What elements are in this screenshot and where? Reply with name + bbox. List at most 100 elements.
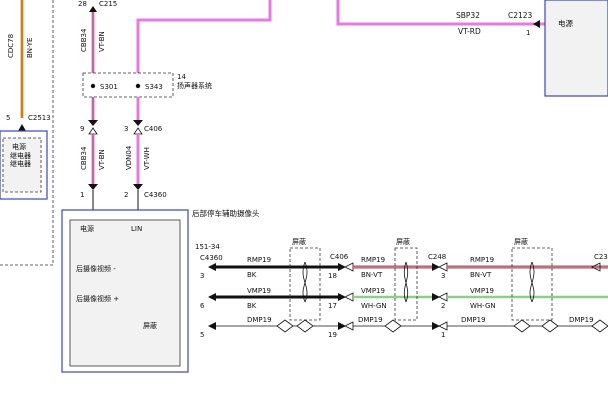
- c248-arrow-1: [432, 263, 440, 271]
- c248-arrow-2b: [438, 292, 448, 302]
- run2-twist: [403, 261, 409, 303]
- run3-drain-diamond: [513, 319, 531, 333]
- c248-label: C248: [428, 253, 446, 261]
- run2-vmp-label: VMP19: [361, 287, 385, 295]
- c406-arrow-2: [338, 293, 346, 301]
- c248-pin-3: 3: [441, 272, 445, 280]
- c406-label: C406: [330, 253, 349, 261]
- relay-label-3: 继电器: [10, 159, 31, 168]
- run2-shield-box: [394, 247, 418, 321]
- run1-twist: [302, 261, 308, 303]
- c2513-label: C2513: [28, 114, 51, 122]
- c406-top-pin-b: 3: [124, 125, 128, 133]
- relay-label-2: 继电器: [10, 151, 31, 160]
- sbp32-label: SBP32: [456, 11, 480, 20]
- run1-vmp-label: VMP19: [247, 287, 271, 295]
- c406-arrow-2b: [344, 292, 354, 302]
- run1-drain-diamond: [296, 319, 314, 333]
- cbb34-label: CBB34: [80, 28, 88, 52]
- splice-s343: [135, 83, 141, 89]
- run1-dmp-label: DMP19: [247, 316, 272, 324]
- run3: RMP19 BN-VT VMP19 WH-GN DMP19 DMP19 屏蔽: [447, 237, 608, 333]
- c4360-top-pin-b: 2: [124, 191, 128, 199]
- run2-drain-diamond: [384, 319, 402, 333]
- run1-arrow-vmp-l: [208, 293, 216, 301]
- c248-arrow-3: [432, 322, 440, 330]
- c4360-top-pin-a: 1: [80, 191, 84, 199]
- c406-arrow-1b: [344, 262, 354, 272]
- run3-bn-vt-label: BN-VT: [470, 271, 492, 279]
- camera-module-inner: [69, 219, 181, 367]
- c406-pin-19: 19: [328, 331, 337, 339]
- camera-title: 后部停车辅助摄像头: [192, 208, 260, 218]
- run1-arrow-rmp-l: [208, 263, 216, 271]
- camera-shield-label: 屏蔽: [143, 321, 157, 330]
- camera-connector: C4360: [200, 254, 223, 262]
- run3-drain-diamond-far: [591, 319, 608, 333]
- vt-rd-label: VT-RD: [458, 27, 481, 36]
- arrow-c2123: [533, 20, 540, 28]
- run3-shield-label: 屏蔽: [514, 237, 528, 246]
- camera-power-label: 电源: [80, 224, 94, 233]
- c406-arrow-1: [338, 263, 346, 271]
- relay-label-1: 电源: [12, 142, 26, 151]
- c406-arrow-3: [338, 322, 346, 330]
- vt-bn-label-2: VT-BN: [98, 149, 106, 170]
- relay-inner: [2, 137, 42, 193]
- c406-top-label: C406: [144, 125, 163, 133]
- run2-wh-gn-label: WH-GN: [361, 302, 387, 310]
- run3-wh-gn-label: WH-GN: [470, 302, 496, 310]
- run2-bn-vt-label: BN-VT: [361, 271, 383, 279]
- c2123-label: C2123: [508, 11, 533, 20]
- run1-bk1-label: BK: [247, 271, 257, 279]
- camera-video-neg: 后摄像视频 -: [76, 264, 116, 273]
- run2: RMP19 BN-VT VMP19 WH-GN DMP19 屏蔽: [353, 237, 432, 333]
- c4360-top-label: C4360: [144, 191, 167, 199]
- pink-wire-top-right: [336, 0, 545, 26]
- c406-top-arrow-a: [88, 120, 98, 126]
- run1-bk2-label: BK: [247, 302, 257, 310]
- right-module-box: [544, 0, 608, 97]
- run3-shield-box: [511, 247, 553, 321]
- run1-rmp-label: RMP19: [247, 256, 271, 264]
- c2123-pin: 1: [526, 29, 530, 37]
- s343-label: S343: [145, 83, 163, 91]
- c2513-pin: 5: [6, 114, 10, 122]
- vt-bn-label: VT-BN: [98, 31, 106, 52]
- c215-label: C215: [99, 0, 117, 8]
- splice-box: [82, 72, 174, 98]
- camera-video-pos: 后摄像视频 +: [76, 294, 119, 303]
- run1: RMP19 BK VMP19 BK DMP19 屏蔽: [208, 237, 338, 333]
- c248-arrow-1b: [438, 262, 448, 272]
- run1-arrow-dmp-l: [208, 322, 216, 330]
- pink-wire-top: [136, 0, 272, 58]
- run2-dmp-label: DMP19: [358, 316, 383, 324]
- c406-top-arrow-a2: [88, 127, 98, 135]
- camera-lin-label: LIN: [131, 225, 142, 233]
- right-edge-arrow: [591, 262, 601, 272]
- run3-rmp-label: RMP19: [470, 256, 494, 264]
- c248-pin-1: 1: [441, 331, 445, 339]
- arrow-c215: [89, 6, 97, 12]
- run3-drain-diamond-r: [541, 319, 559, 333]
- run3-vmp-label: VMP19: [470, 287, 494, 295]
- camera-ref: 151-34: [195, 243, 220, 251]
- c4360-top-arrow-b: [133, 184, 143, 190]
- c248-pin-2: 2: [441, 302, 445, 310]
- run1-drain-diamond-l: [276, 319, 294, 333]
- run2-rmp-label: RMP19: [361, 256, 385, 264]
- splice-s301: [90, 83, 96, 89]
- system-label: 扬声器系统: [177, 81, 212, 90]
- c4360-top-arrow-a: [88, 184, 98, 190]
- run3-dmp-far-label: DMP19: [569, 316, 594, 324]
- s301-label: S301: [100, 83, 118, 91]
- c406-arrow-3b: [344, 321, 354, 331]
- c406-top-arrow-b2: [133, 127, 143, 135]
- c248-arrow-2: [432, 293, 440, 301]
- run3-twist: [529, 261, 535, 303]
- camera-pin-6: 6: [200, 302, 205, 310]
- run3-dmp-label: DMP19: [461, 316, 486, 324]
- c406-pin-18: 18: [328, 272, 337, 280]
- camera-pin-3: 3: [200, 272, 204, 280]
